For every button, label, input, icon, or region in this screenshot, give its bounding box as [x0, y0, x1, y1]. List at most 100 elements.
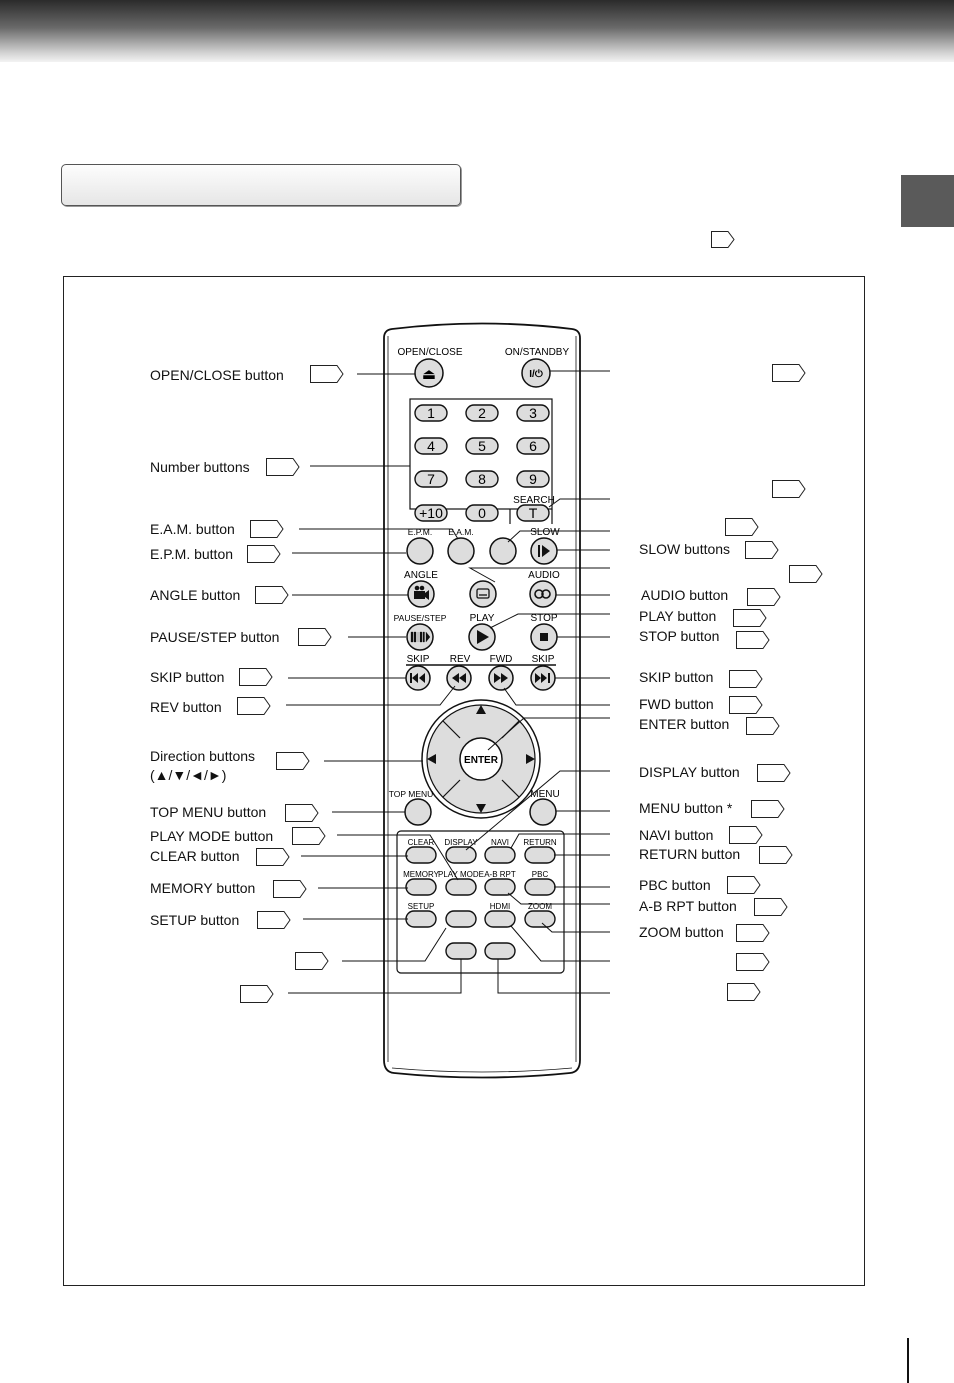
setup-button[interactable]: SETUP [405, 902, 437, 928]
up-arrow-icon[interactable] [476, 705, 486, 714]
number-key-1[interactable]: 1 [414, 404, 448, 422]
search-label: SEARCH [513, 495, 555, 506]
page-tag-34 [736, 953, 770, 971]
callout-number-buttons: Number buttons [150, 459, 250, 475]
pause-step-key-label: PAUSE/STEP [394, 613, 447, 623]
callout-line-34 [510, 925, 610, 962]
memory-button[interactable]: MEMORY [403, 870, 440, 896]
unlabeled-2-1-button[interactable] [445, 910, 477, 928]
subtitle-button[interactable] [469, 580, 497, 608]
audio-button[interactable] [529, 580, 557, 608]
callout-line-20 [468, 567, 610, 583]
enter-button[interactable]: ENTER [459, 737, 503, 781]
page-edge-bar [907, 1338, 909, 1383]
skip-forward-icon [535, 673, 550, 683]
callout-fwd: FWD button [639, 696, 714, 712]
stop-key-label: STOP [530, 613, 557, 624]
callout-line-32 [507, 892, 610, 905]
page-tag-26 [746, 717, 780, 735]
number-key-7[interactable]: 7 [414, 470, 448, 488]
menu-button[interactable] [529, 798, 557, 826]
display-button[interactable]: DISPLAY [444, 838, 478, 864]
number-key-label: 2 [478, 405, 486, 421]
page-tag-17 [772, 480, 806, 498]
pause-step-button[interactable] [406, 623, 434, 651]
epm-button[interactable] [406, 537, 434, 565]
callout-clear: CLEAR button [150, 848, 240, 864]
top-menu-button[interactable] [404, 798, 432, 826]
number-key-4[interactable]: 4 [414, 437, 448, 455]
number-key-T[interactable]: T [516, 504, 550, 522]
fwd-button[interactable] [488, 665, 514, 691]
unlabeled-3-1-button[interactable] [484, 942, 516, 960]
callout-line-10 [337, 834, 459, 881]
skip-forward-key-label: SKIP [532, 654, 555, 665]
on-standby-button[interactable]: I/⏻ [521, 358, 551, 388]
number-key-+10[interactable]: +10 [414, 504, 448, 522]
right-arrow-icon[interactable] [526, 754, 535, 764]
number-key-3[interactable]: 3 [516, 404, 550, 422]
play-mode-button[interactable]: PLAY MODE [438, 870, 484, 896]
play-button[interactable] [468, 623, 496, 651]
down-arrow-icon[interactable] [476, 804, 486, 813]
clear-button[interactable]: CLEAR [405, 838, 437, 864]
rev-button[interactable] [446, 665, 472, 691]
zoom-button[interactable]: ZOOM [524, 902, 556, 928]
callout-ab-rpt: A-B RPT button [639, 898, 737, 914]
callout-skip-left: SKIP button [150, 669, 225, 685]
slow-forward-icon [538, 545, 550, 557]
callout-audio: AUDIO button [641, 587, 729, 603]
page-tag-18 [725, 518, 759, 536]
page-tag-1 [266, 458, 300, 476]
number-key-label: 7 [427, 471, 435, 487]
page-tag-22 [733, 609, 767, 627]
callout-line-26 [487, 717, 610, 751]
eam-button[interactable] [447, 537, 475, 565]
stop-button[interactable] [530, 623, 558, 651]
callout-line-25 [503, 687, 610, 706]
number-key-5[interactable]: 5 [465, 437, 499, 455]
skip-back-button[interactable] [405, 665, 431, 691]
callout-line-15 [288, 959, 462, 994]
callout-setup: SETUP button [150, 912, 240, 928]
hdmi-button[interactable]: HDMI [484, 902, 516, 928]
callout-line-27 [465, 770, 610, 851]
number-key-0[interactable]: 0 [465, 504, 499, 522]
unlabeled-3-0-button[interactable] [445, 942, 477, 960]
page-tag-8 [276, 752, 310, 770]
top-menu-key-label: TOP MENU [389, 789, 434, 799]
slow-forward-button[interactable] [530, 537, 558, 565]
skip-back-icon [410, 673, 425, 683]
on-standby-key-label: ON/STANDBY [505, 347, 570, 358]
ab-rpt-button[interactable]: A-B RPT [484, 870, 516, 896]
page-tag-0 [310, 365, 344, 383]
slow-reverse-button[interactable] [489, 537, 517, 565]
skip-forward-button[interactable] [530, 665, 556, 691]
number-key-6[interactable]: 6 [516, 437, 550, 455]
page-tag-10 [292, 827, 326, 845]
callout-menu: MENU button * [639, 800, 733, 816]
audio-icon [534, 589, 544, 599]
rev-key-label: REV [450, 654, 471, 665]
callout-pbc: PBC button [639, 877, 711, 893]
page-tag-6 [239, 668, 273, 686]
number-key-2[interactable]: 2 [465, 404, 499, 422]
page-tag-32 [754, 898, 788, 916]
callout-line-18 [507, 530, 610, 543]
callout-skip-right: SKIP button [639, 669, 714, 685]
left-arrow-icon[interactable] [427, 754, 436, 764]
fwd-key-label: FWD [490, 654, 513, 665]
angle-button[interactable] [407, 580, 435, 608]
number-key-9[interactable]: 9 [516, 470, 550, 488]
page-tag-31 [727, 876, 761, 894]
number-key-8[interactable]: 8 [465, 470, 499, 488]
diagram-frame [63, 276, 865, 1286]
navi-button[interactable]: NAVI [484, 838, 516, 864]
open-close-button[interactable]: ⏏ [414, 358, 444, 388]
return-button[interactable]: RETURN [523, 838, 557, 864]
page-tag-27 [757, 764, 791, 782]
callout-pause-step: PAUSE/STEP button [150, 629, 280, 645]
callout-eam: E.A.M. button [150, 521, 235, 537]
clear-key-label: CLEAR [408, 838, 435, 847]
page-header-band [0, 0, 954, 62]
